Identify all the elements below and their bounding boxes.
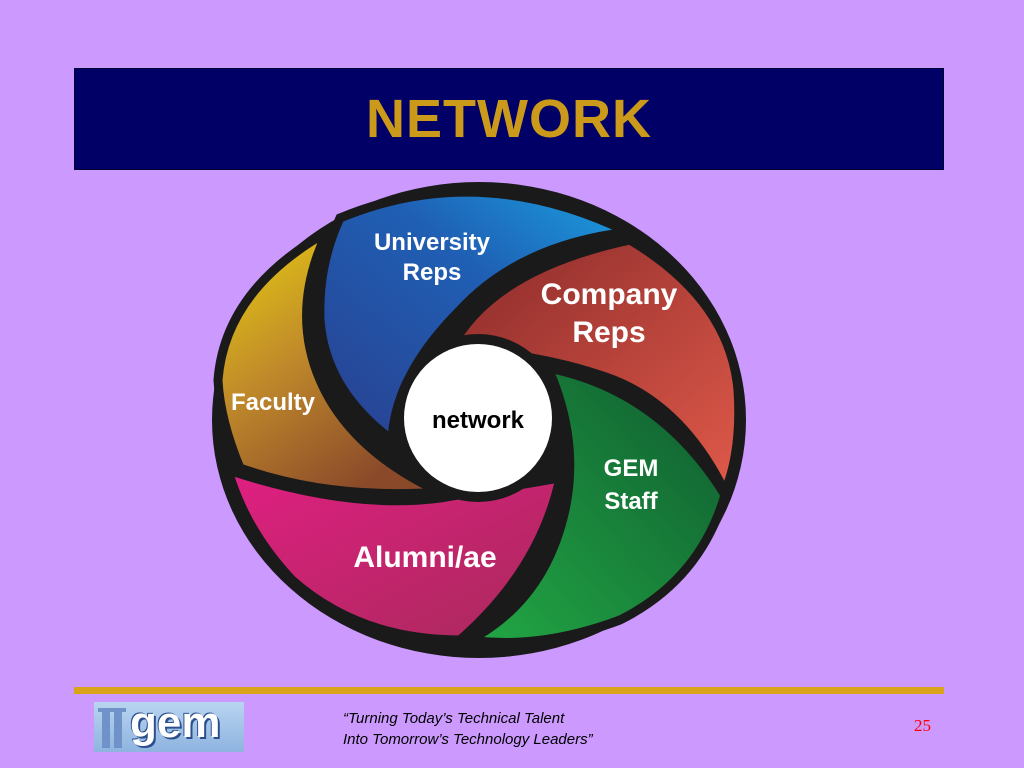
label-alumni: Alumni/ae (353, 541, 496, 574)
segment-alumni (221, 463, 566, 645)
label-university-line1: University (374, 229, 491, 256)
label-company-line2: Reps (572, 316, 645, 349)
label-center: network (432, 407, 525, 434)
tagline: “Turning Today’s Technical Talent Into T… (343, 708, 593, 750)
center-circle (404, 344, 552, 492)
tagline-line1: “Turning Today’s Technical Talent (343, 710, 565, 727)
logo-pillar (102, 708, 110, 748)
footer-divider (74, 687, 944, 694)
logo-text: gem (130, 702, 221, 747)
logo-pillar-cap (98, 708, 126, 712)
label-gem-line2: Staff (604, 488, 658, 515)
tagline-line2: Into Tomorrow’s Technology Leaders” (343, 731, 593, 748)
label-company-line1: Company (541, 278, 678, 311)
segment-faculty (213, 221, 458, 499)
gem-logo: gem (94, 702, 244, 752)
title-bar: NETWORK (74, 68, 944, 170)
logo-pillar (114, 708, 122, 748)
label-gem-line1: GEM (604, 455, 659, 482)
segment-university (315, 187, 644, 449)
segment-gem-staff (455, 361, 730, 647)
page-number: 25 (914, 716, 931, 735)
label-faculty: Faculty (231, 389, 316, 416)
segment-company (442, 235, 744, 504)
label-university-line2: Reps (403, 259, 462, 286)
page-title: NETWORK (366, 89, 652, 149)
